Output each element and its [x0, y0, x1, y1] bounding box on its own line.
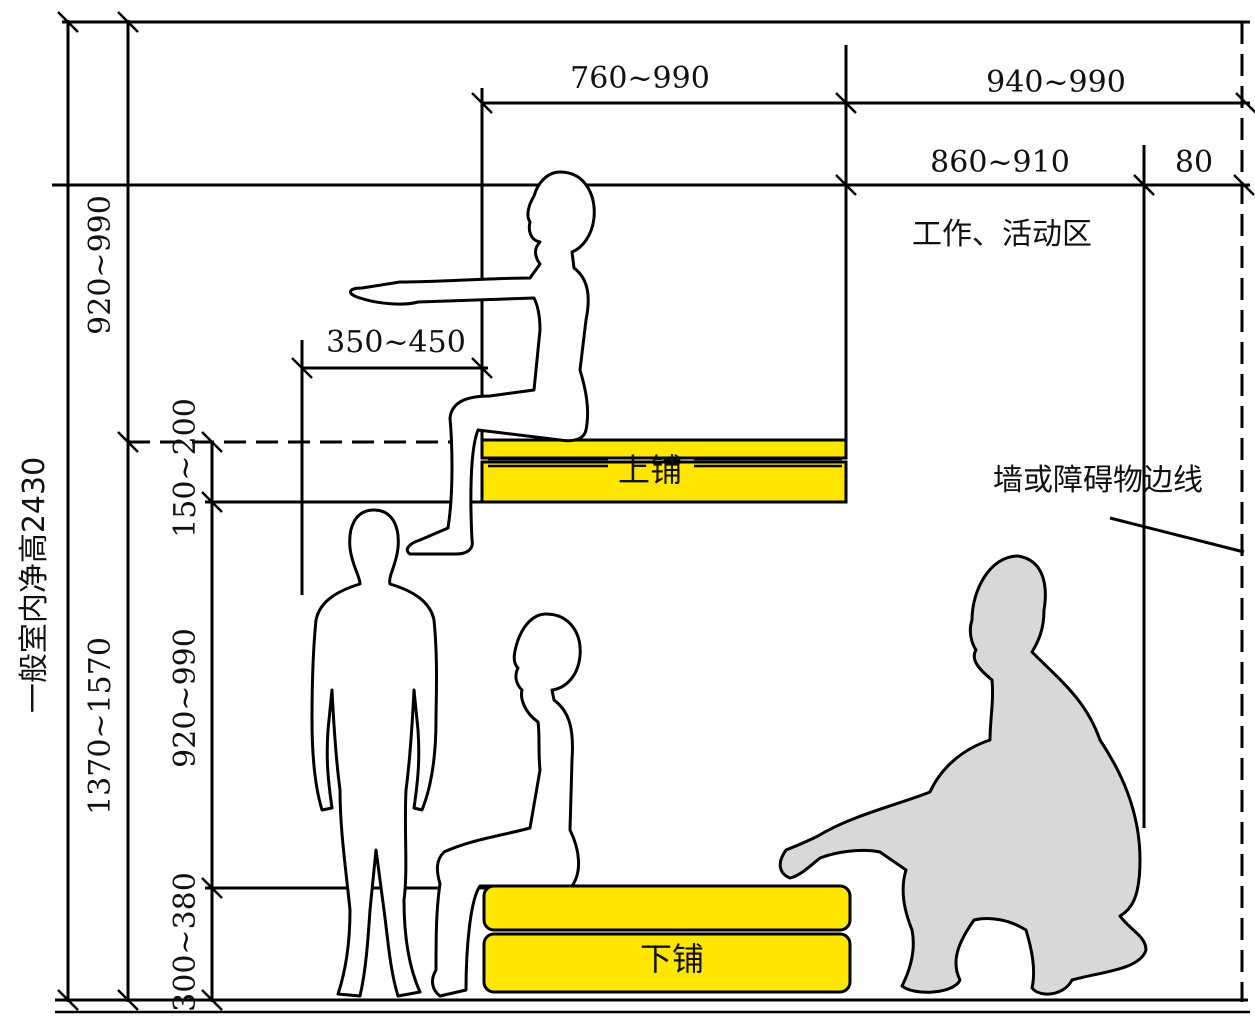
- dim-wall-offset: 80: [1175, 145, 1213, 180]
- upper-bed: 上铺: [480, 438, 848, 504]
- upper-bed-mattress: [480, 460, 848, 504]
- lower-seated-figure: [431, 612, 582, 998]
- dim-work-area-width: 860~910: [930, 145, 1070, 180]
- dim-upper-bed-thickness: 150~200: [168, 398, 203, 538]
- dim-lower-bed-top-height: 1370~1570: [83, 637, 118, 815]
- dimension-ticks: [57, 11, 1255, 1011]
- lower-bed-label: 下铺: [640, 940, 704, 978]
- label-wall-line: 墙或障碍物边线: [993, 463, 1203, 498]
- dim-top-right-total: 940~990: [986, 65, 1126, 100]
- dim-reach: 350~450: [326, 325, 466, 360]
- lower-bed-mattress: [482, 932, 852, 994]
- upper-seated-figure: [349, 170, 596, 556]
- upper-bed-mattress-top: [480, 438, 848, 460]
- dim-left-total-height: 一般室内净高2430: [17, 457, 52, 713]
- upper-bed-label: 上铺: [618, 451, 682, 489]
- dim-upper-bed-width: 760~990: [570, 61, 710, 96]
- dim-lower-bed-height: 300~380: [168, 872, 203, 1012]
- label-work-area: 工作、活动区: [912, 217, 1092, 252]
- standing-figure: [310, 508, 438, 998]
- lower-bed: 下铺: [482, 884, 852, 994]
- crouching-figure: [778, 554, 1148, 996]
- lower-bed-mattress-top: [482, 884, 852, 932]
- dim-between-beds: 920~990: [168, 628, 203, 768]
- dim-upper-clearance: 920~990: [83, 195, 118, 335]
